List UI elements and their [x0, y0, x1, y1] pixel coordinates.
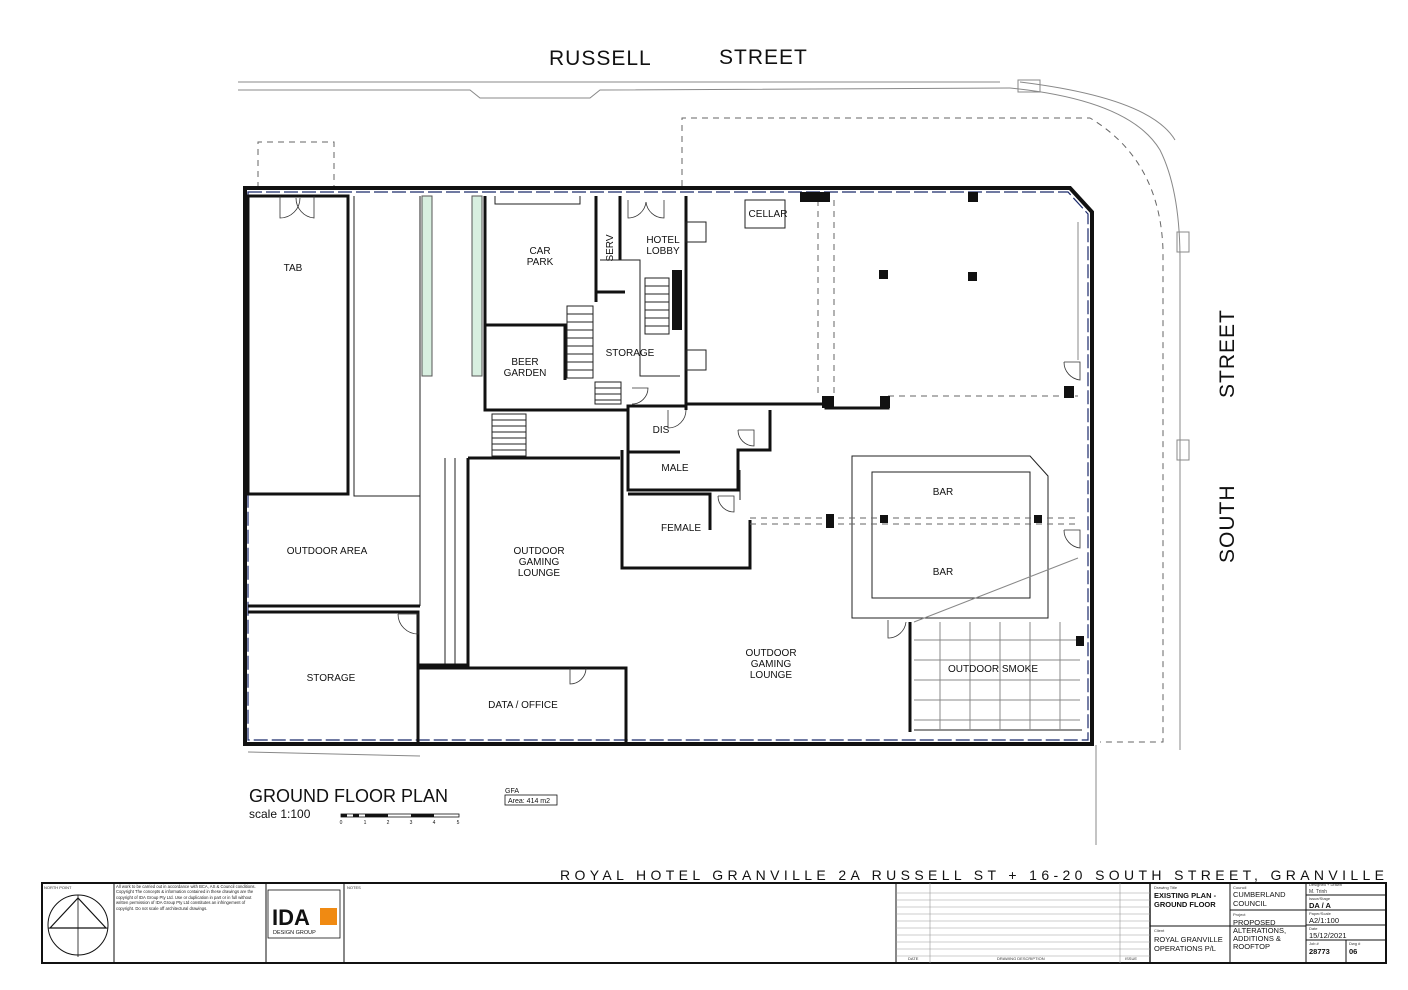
scale-tick-3: 3 [410, 820, 413, 826]
scale-bar [340, 813, 460, 818]
scale-tick-0: 0 [340, 820, 343, 826]
scale-tick-4: 4 [433, 820, 436, 826]
issue-stage-label: Issue/Stage [1309, 896, 1331, 901]
room-label-hotel-lobby: HOTEL [646, 235, 680, 246]
drawing-title-label: Drawing Title [1154, 885, 1178, 890]
north-arrow-icon [47, 894, 109, 957]
drawing-title-line-1: EXISTING PLAN - [1154, 891, 1217, 900]
room-label-serv: SERV [605, 234, 616, 261]
room-label-storage-upper: STORAGE [606, 348, 655, 359]
council-label: Council [1233, 885, 1246, 890]
gfa-area: Area: 414 m2 [508, 798, 550, 805]
job-value: 28773 [1309, 947, 1330, 956]
client-line-1: ROYAL GRANVILLE [1154, 935, 1223, 944]
room-label-bar-top: BAR [933, 487, 954, 498]
room-label-outdoor-gaming-lounge-2-c: LOUNGE [750, 670, 793, 681]
scale-text: scale 1:100 [249, 807, 311, 821]
paper-scale-label: Paper/Scale [1309, 911, 1332, 916]
date-value: 15/12/2021 [1309, 931, 1347, 940]
room-label-cellar: CELLAR [749, 209, 788, 220]
disclaimer-text: All work to be carried out in accordance… [116, 884, 256, 911]
plan-title: GROUND FLOOR PLAN [249, 786, 448, 806]
room-label-beer-garden-2: GARDEN [504, 368, 547, 379]
drawing-description-label: DRAWING DESCRIPTION [997, 956, 1045, 961]
dwg-value: 06 [1349, 947, 1357, 956]
job-label: Job # [1309, 941, 1320, 946]
room-label-storage-lower: STORAGE [307, 673, 356, 684]
room-label-male: MALE [661, 463, 689, 474]
room-label-bar-bottom: BAR [933, 567, 954, 578]
room-label-car-park-2: PARK [527, 257, 554, 268]
doors [279, 196, 1081, 685]
room-label-female: FEMALE [661, 523, 701, 534]
project-line-1: PROPOSED [1233, 918, 1276, 927]
street-label-russell: RUSSELL [549, 47, 652, 70]
project-line-3: ADDITIONS & [1233, 934, 1281, 943]
disclaimer-block: All work to be carried out in accordance… [116, 884, 256, 911]
ida-logo: IDA DESIGN GROUP [267, 889, 341, 939]
issue-label: ISSUE [1125, 956, 1137, 961]
scale-tick-1: 1 [364, 820, 367, 826]
project-address: ROYAL HOTEL GRANVILLE 2A RUSSELL ST + 16… [560, 867, 1384, 883]
site-boundary [238, 79, 1190, 845]
scale-tick-2: 2 [387, 820, 390, 826]
room-label-tab: TAB [284, 263, 303, 274]
room-label-outdoor-gaming-lounge-2-b: GAMING [751, 659, 792, 670]
room-label-beer-garden: BEER [511, 357, 538, 368]
client-line-2: OPERATIONS P/L [1154, 944, 1216, 953]
gfa-label: GFA [505, 788, 519, 795]
street-label-south: SOUTH [1216, 485, 1239, 564]
designed-value: M. Trinh [1309, 889, 1327, 895]
dwg-label: Dwg # [1349, 941, 1361, 946]
date-field-label: Date [1309, 926, 1318, 931]
room-label-data-office: DATA / OFFICE [488, 700, 558, 711]
issue-stage-value: DA / A [1309, 901, 1332, 910]
paper-scale-value: A2/1:100 [1309, 916, 1339, 925]
room-label-outdoor-gaming-lounge-1-c: LOUNGE [518, 568, 561, 579]
room-label-outdoor-smoke: OUTDOOR SMOKE [948, 664, 1038, 675]
date-label: DATE [908, 956, 919, 961]
client-label: Client [1154, 928, 1165, 933]
room-label-outdoor-area: OUTDOOR AREA [287, 546, 368, 557]
room-label-car-park: CAR [529, 246, 550, 257]
logo-sub-text: DESIGN GROUP [273, 930, 316, 936]
north-point-label: NORTH POINT [44, 885, 72, 890]
project-line-4: ROOFTOP [1233, 942, 1270, 951]
room-label-hotel-lobby-2: LOBBY [646, 246, 680, 257]
council-line-1: CUMBERLAND [1233, 890, 1286, 899]
room-label-outdoor-gaming-lounge-1: OUTDOOR [513, 546, 564, 557]
title-block [41, 882, 1387, 964]
street-label-russell-street: STREET [719, 46, 808, 69]
designed-label: Designed + Drawn [1309, 882, 1342, 887]
building-walls [243, 186, 1094, 746]
notes-label: NOTES [347, 885, 361, 890]
drawing-title-line-2: GROUND FLOOR [1154, 900, 1216, 909]
scale-tick-5: 5 [457, 820, 460, 826]
council-line-2: COUNCIL [1233, 899, 1267, 908]
street-label-south-street: STREET [1216, 309, 1239, 398]
project-label: Project [1233, 912, 1246, 917]
room-labels: TAB CAR PARK SERV HOTEL LOBBY CELLAR BEE… [284, 209, 1039, 711]
logo-text: IDA [272, 905, 310, 930]
room-label-outdoor-gaming-lounge-1-b: GAMING [519, 557, 560, 568]
project-line-2: ALTERATIONS, [1233, 926, 1286, 935]
room-label-dis: DIS [653, 425, 670, 436]
room-label-outdoor-gaming-lounge-2: OUTDOOR [745, 648, 796, 659]
